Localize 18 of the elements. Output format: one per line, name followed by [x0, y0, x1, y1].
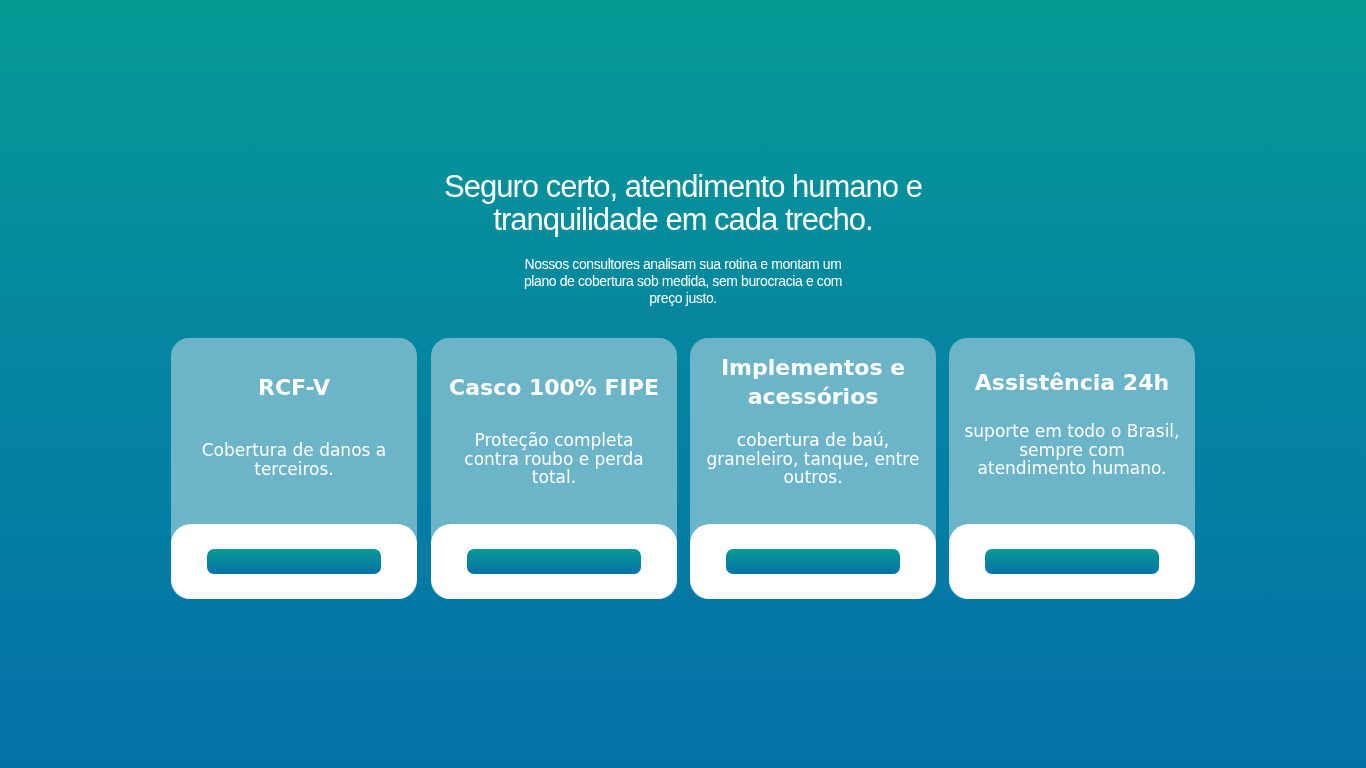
- card-description: suporte em todo o Brasil, sempre com atendimento humano.: [963, 422, 1181, 478]
- card-heading: RCF-V: [257, 374, 331, 402]
- button-bar: [726, 549, 900, 574]
- button-bar: [985, 549, 1159, 574]
- card-description: Cobertura de danos a terceiros.: [200, 441, 388, 478]
- button-bar: [207, 549, 381, 574]
- card-heading: Casco 100% FIPE: [448, 374, 660, 402]
- card: [949, 338, 1195, 599]
- card-heading: Implementos e acessórios: [719, 354, 907, 411]
- intro-paragraph: Nossos consultores analisam sua rotina e montam um plano de cobertura sob medida, sem burocracia e com preço justo.: [522, 256, 844, 307]
- card: [690, 338, 936, 599]
- card-description: cobertura de baú, graneleiro, tanque, entre outros.: [705, 431, 921, 487]
- button-bar: [467, 549, 641, 574]
- card: [171, 338, 417, 599]
- card-heading: Assistência 24h: [973, 369, 1171, 397]
- card-description: Proteção completa contra roubo e perda total.: [463, 431, 645, 487]
- headline: Seguro certo, atendimento humano e tranquilidade em cada trecho.: [443, 170, 923, 236]
- card: [431, 338, 677, 599]
